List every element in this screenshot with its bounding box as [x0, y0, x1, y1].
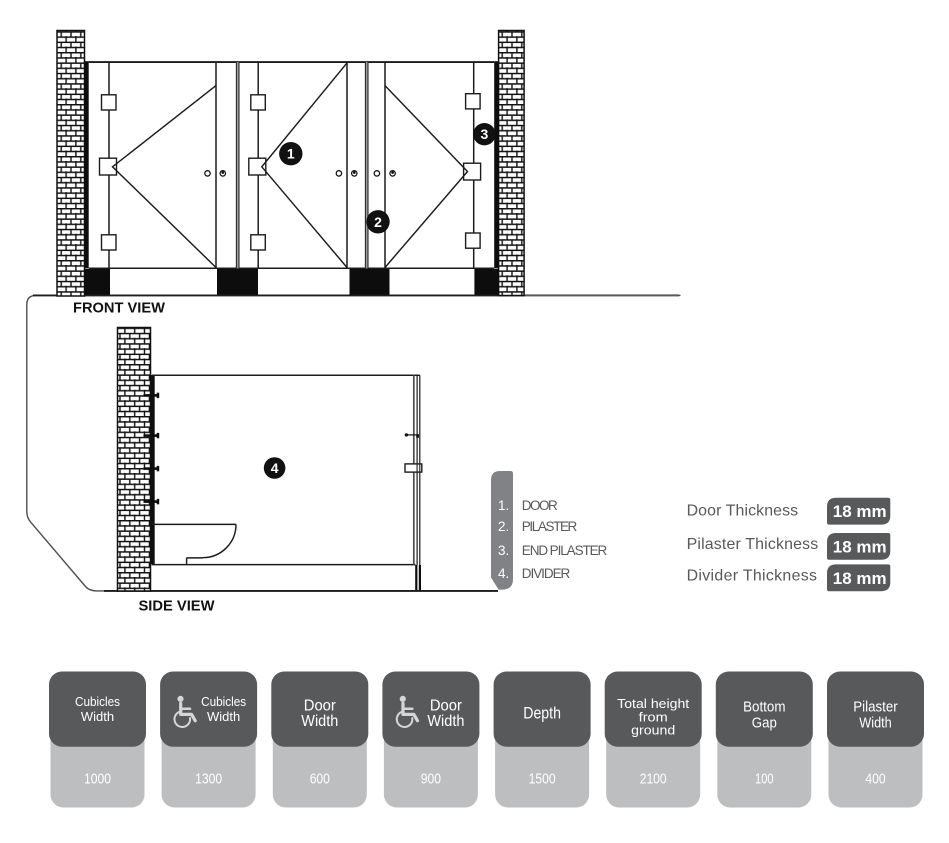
- svg-text:FRONT VIEW: FRONT VIEW: [73, 301, 165, 317]
- svg-text:Gap: Gap: [752, 714, 777, 731]
- svg-text:Width: Width: [427, 713, 464, 730]
- svg-text:4: 4: [271, 460, 279, 476]
- svg-text:3: 3: [481, 126, 489, 142]
- svg-text:DOOR: DOOR: [522, 498, 558, 513]
- svg-text:400: 400: [865, 770, 885, 787]
- svg-text:1: 1: [287, 146, 295, 162]
- svg-text:600: 600: [310, 770, 330, 787]
- svg-text:PILASTER: PILASTER: [522, 519, 578, 534]
- svg-text:1000: 1000: [84, 770, 111, 787]
- svg-text:DIVIDER: DIVIDER: [522, 566, 571, 581]
- svg-text:3.: 3.: [498, 543, 509, 558]
- svg-text:Door: Door: [304, 697, 336, 714]
- svg-text:END PILASTER: END PILASTER: [522, 543, 608, 558]
- svg-text:Width: Width: [859, 714, 892, 731]
- svg-text:ground: ground: [631, 723, 675, 737]
- svg-text:1.: 1.: [498, 498, 509, 513]
- svg-text:Width: Width: [301, 713, 338, 730]
- svg-text:18 mm: 18 mm: [833, 502, 887, 521]
- svg-text:1300: 1300: [195, 770, 222, 787]
- svg-text:Width: Width: [207, 709, 240, 724]
- svg-text:4.: 4.: [498, 566, 509, 581]
- svg-text:2.: 2.: [498, 519, 509, 534]
- svg-text:Pilaster: Pilaster: [853, 698, 898, 715]
- svg-text:2: 2: [374, 214, 382, 230]
- svg-text:18 mm: 18 mm: [833, 569, 887, 588]
- svg-text:900: 900: [421, 770, 441, 787]
- svg-text:SIDE VIEW: SIDE VIEW: [139, 599, 215, 615]
- svg-text:2100: 2100: [640, 770, 667, 787]
- svg-text:Depth: Depth: [523, 703, 561, 722]
- svg-text:Total height: Total height: [617, 697, 690, 711]
- svg-text:Door Thickness: Door Thickness: [687, 503, 799, 520]
- svg-text:Cubicles: Cubicles: [75, 694, 120, 709]
- svg-text:Door: Door: [430, 697, 462, 714]
- svg-text:Bottom: Bottom: [743, 698, 785, 715]
- svg-text:Cubicles: Cubicles: [201, 694, 246, 709]
- svg-text:1500: 1500: [529, 770, 556, 787]
- svg-text:Pilaster Thickness: Pilaster Thickness: [687, 536, 819, 553]
- svg-text:18 mm: 18 mm: [833, 537, 887, 556]
- svg-text:Width: Width: [81, 709, 114, 724]
- svg-text:Divider Thickness: Divider Thickness: [687, 568, 817, 585]
- svg-text:100: 100: [755, 770, 774, 787]
- svg-text:from: from: [639, 711, 668, 725]
